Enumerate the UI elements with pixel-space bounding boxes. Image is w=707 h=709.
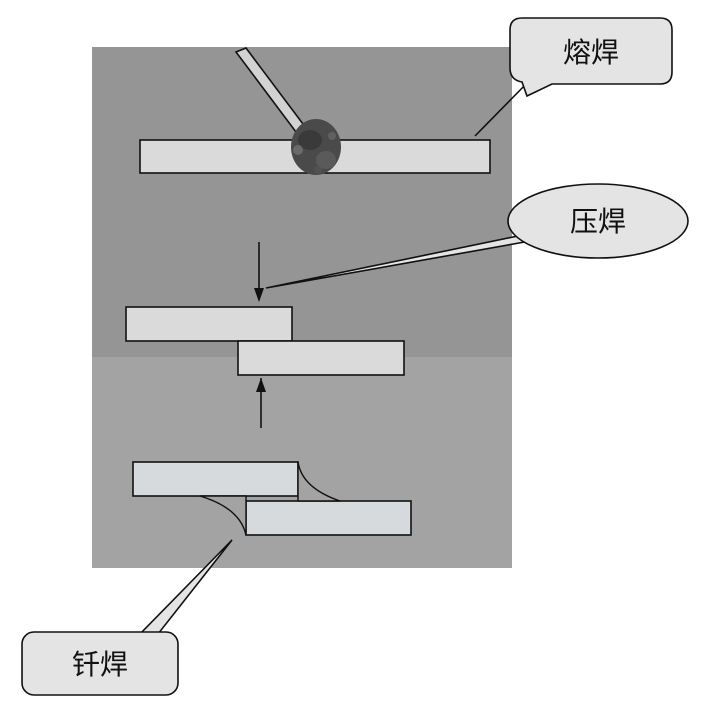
pressure-label: 压焊 <box>570 205 626 238</box>
brazing-callout-box <box>21 631 179 696</box>
pressure-arrow-down <box>254 242 264 302</box>
fusion-callout-pointer <box>474 79 531 137</box>
fusion-label: 熔焊 <box>563 36 619 69</box>
pressure-callout-ellipse <box>507 183 689 259</box>
brazing-plate-lower <box>245 500 412 536</box>
brazing-fillet-right <box>297 461 341 502</box>
pressure-arrow-up <box>256 378 266 428</box>
brazing-group: 钎焊 <box>21 461 412 696</box>
weld-pool-spot <box>291 119 341 175</box>
brazing-fillet-left <box>199 495 247 536</box>
brazing-plate-upper <box>132 461 299 497</box>
pressure-plate-lower <box>237 340 405 376</box>
panel-top <box>92 47 512 357</box>
brazing-label: 钎焊 <box>72 648 128 681</box>
pressure-welding-group: 压焊 <box>125 183 689 428</box>
fusion-callout-box <box>509 17 673 98</box>
pressure-plate-upper <box>125 306 293 342</box>
fusion-welding-group: 熔焊 <box>139 17 673 175</box>
